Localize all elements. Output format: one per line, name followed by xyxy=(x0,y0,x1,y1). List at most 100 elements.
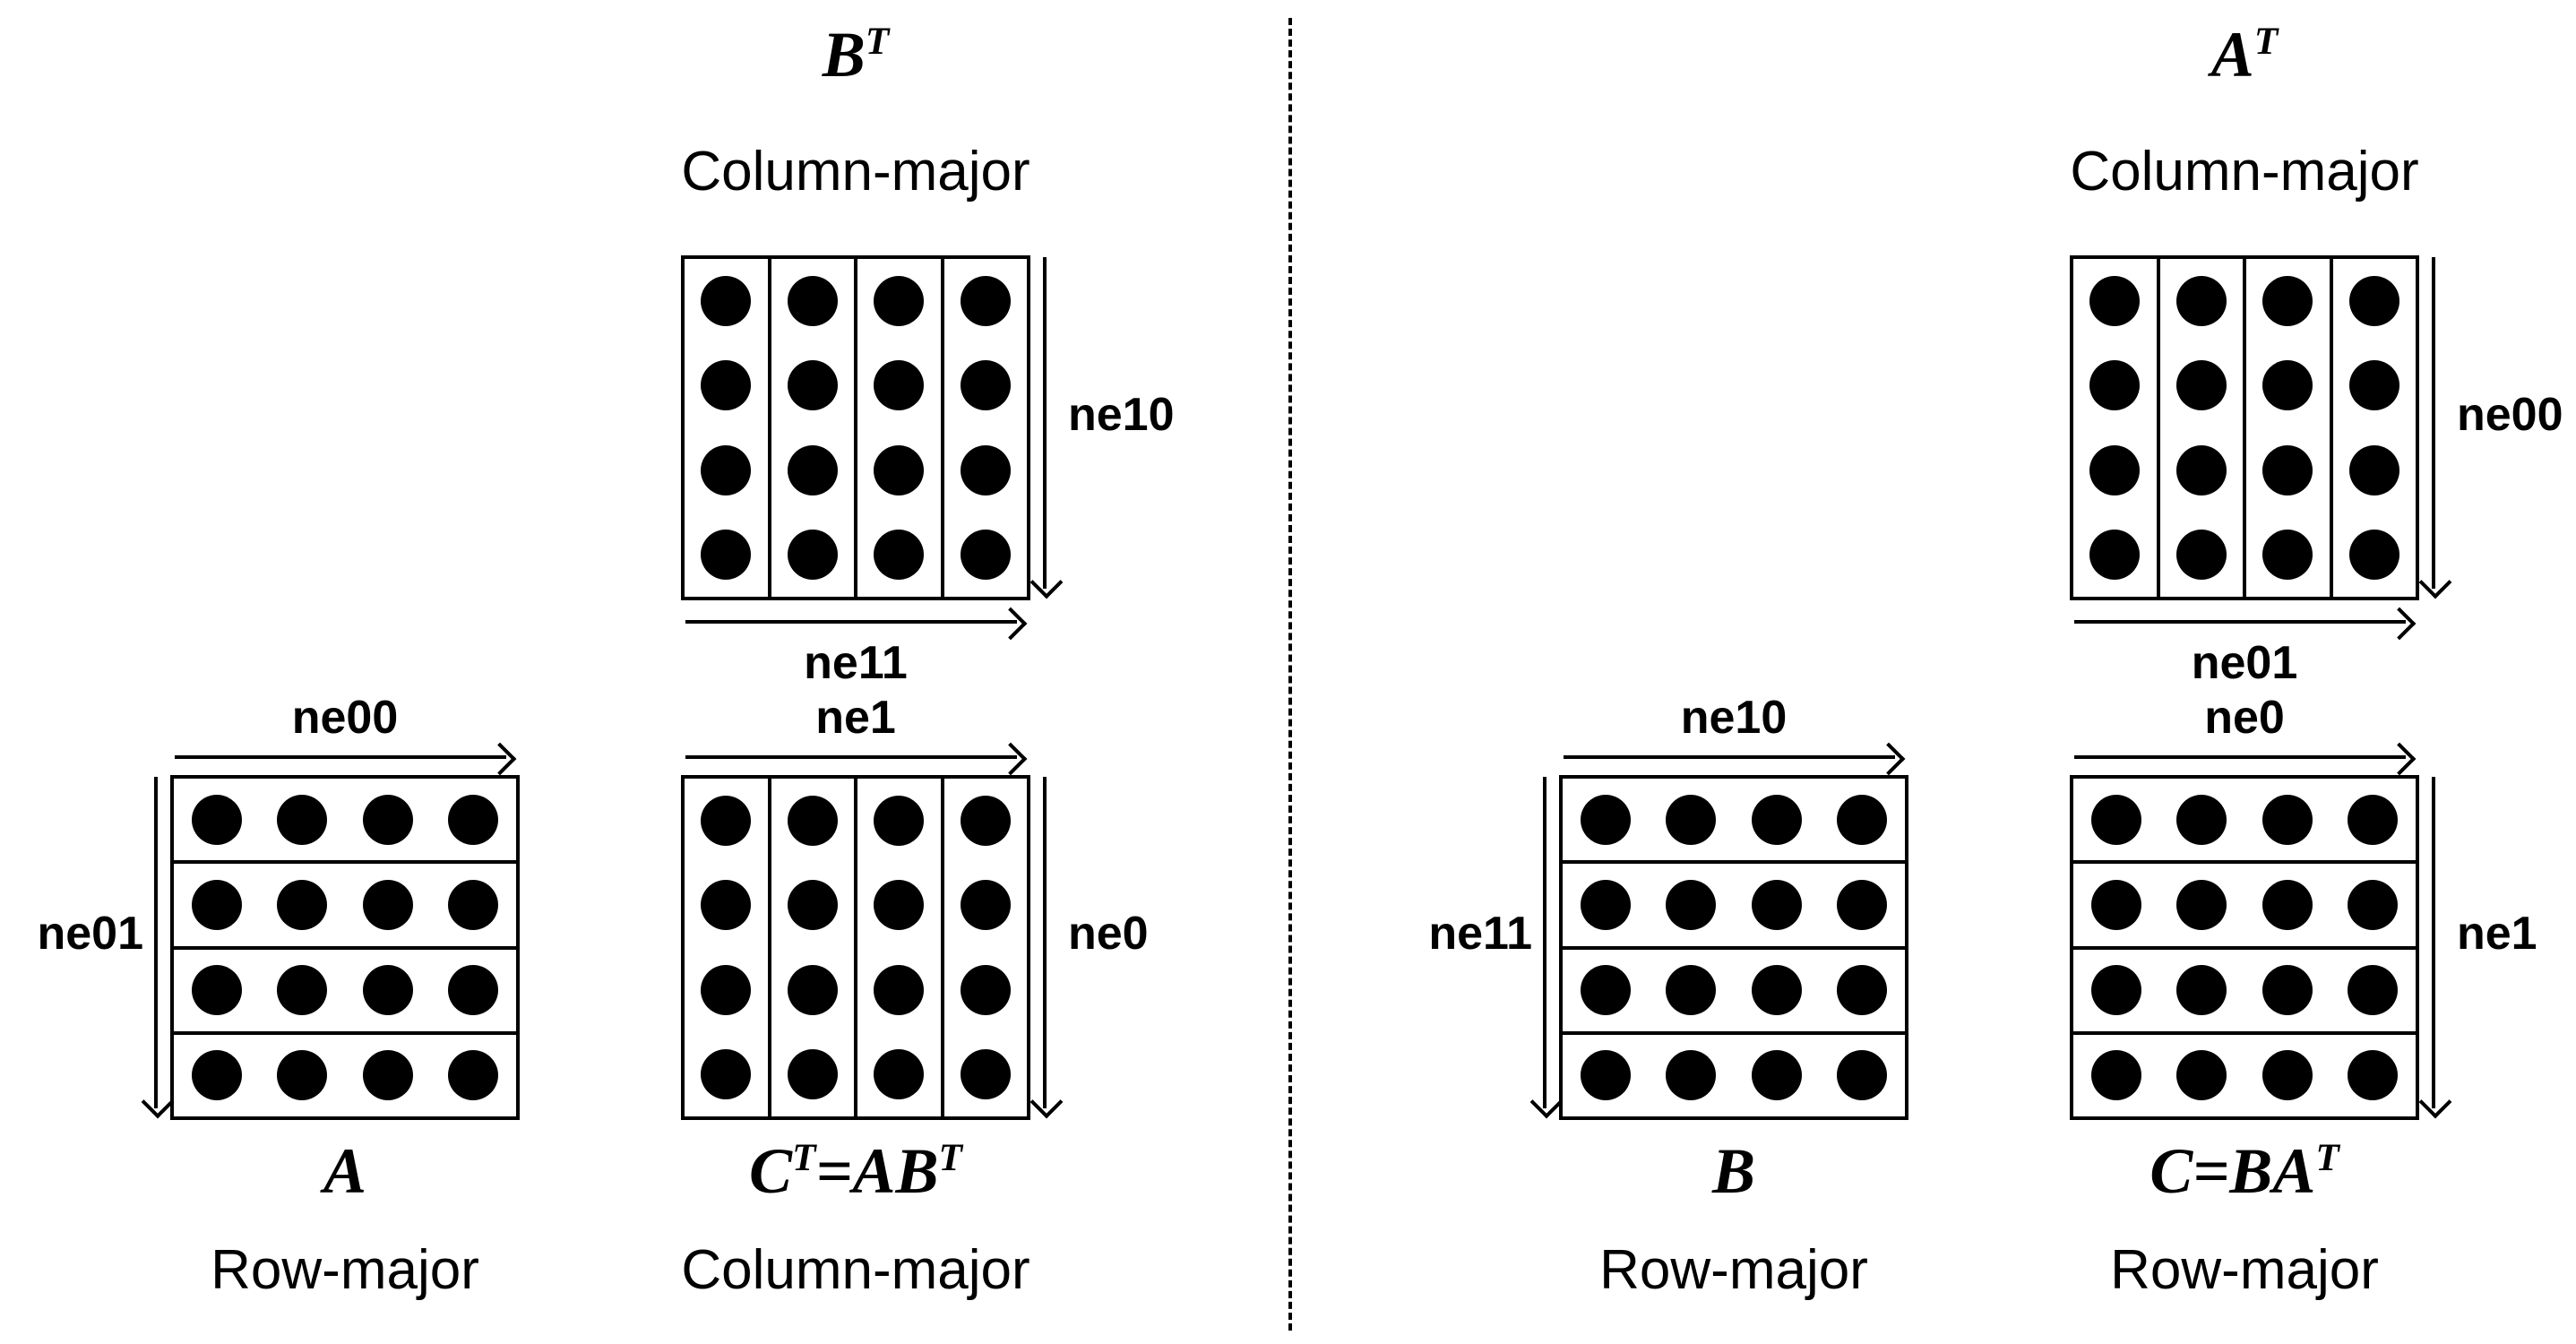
element-dot xyxy=(787,444,838,495)
element-dot xyxy=(2348,444,2399,495)
element-dot xyxy=(362,965,413,1016)
matrix-b xyxy=(1559,775,1908,1120)
element-dot xyxy=(2176,1050,2227,1101)
element-dot xyxy=(191,879,242,930)
matrix-strip xyxy=(2073,1030,2416,1116)
matrix-strip xyxy=(2073,945,2416,1031)
element-dot xyxy=(2348,965,2399,1016)
element-dot xyxy=(2089,444,2141,495)
matrix-strip xyxy=(2329,259,2417,597)
matrix-strip xyxy=(685,259,768,597)
element-dot xyxy=(787,529,838,580)
element-dot xyxy=(960,880,1011,931)
element-dot xyxy=(2090,794,2141,845)
dim-label-ne01-right-panel: ne01 xyxy=(2191,637,2298,689)
arrow-ne11-right xyxy=(685,620,1017,624)
element-dot xyxy=(874,529,925,580)
element-dot xyxy=(874,276,925,327)
element-dot xyxy=(1666,1050,1717,1101)
element-dot xyxy=(874,1048,925,1099)
matrix-title-c: C=BAT xyxy=(1980,1135,2509,1207)
element-dot xyxy=(1751,794,1802,845)
element-dot xyxy=(787,880,838,931)
element-dot xyxy=(2348,529,2399,580)
name-part: =AB xyxy=(815,1135,939,1207)
element-dot xyxy=(2089,276,2141,327)
element-dot xyxy=(701,360,752,411)
element-dot xyxy=(2175,529,2227,580)
element-dot xyxy=(2175,276,2227,327)
matrix-strip xyxy=(174,860,516,945)
element-dot xyxy=(874,360,925,411)
element-dot xyxy=(2089,529,2141,580)
element-dot xyxy=(2262,879,2313,930)
matrix-strip xyxy=(940,779,1028,1116)
arrow-ne10-down xyxy=(1043,257,1047,589)
matrix-strip xyxy=(1563,945,1905,1031)
element-dot xyxy=(874,796,925,847)
element-dot xyxy=(960,964,1011,1015)
element-dot xyxy=(2348,879,2399,930)
matrix-strip xyxy=(1563,860,1905,945)
layout-label-b-transpose: Column-major xyxy=(681,141,1030,202)
arrow-ne10-right xyxy=(1564,755,1895,759)
matrix-a xyxy=(170,775,520,1120)
element-dot xyxy=(2262,1050,2313,1101)
element-dot xyxy=(701,276,752,327)
matrix-strip xyxy=(2243,259,2330,597)
element-dot xyxy=(787,964,838,1015)
name-part: A xyxy=(323,1135,367,1207)
element-dot xyxy=(960,276,1011,327)
element-dot xyxy=(277,879,328,930)
element-dot xyxy=(960,1048,1011,1099)
name-part: C xyxy=(749,1135,793,1207)
element-dot xyxy=(1751,879,1802,930)
matrix-a-transpose xyxy=(2070,255,2419,600)
arrow-ne0-right xyxy=(2074,755,2406,759)
element-dot xyxy=(2262,794,2313,845)
element-dot xyxy=(362,1050,413,1101)
element-dot xyxy=(2262,276,2313,327)
dim-label-ne00-right-panel: ne00 xyxy=(2457,389,2563,441)
layout-label-c: Row-major xyxy=(2110,1239,2379,1301)
name-superscript: T xyxy=(865,21,890,63)
layout-label-c-transpose: Column-major xyxy=(681,1239,1030,1301)
name-superscript: T xyxy=(2253,21,2279,63)
element-dot xyxy=(2176,794,2227,845)
matrix-title-b: B xyxy=(1559,1135,1908,1207)
element-dot xyxy=(2348,360,2399,411)
element-dot xyxy=(191,794,242,845)
element-dot xyxy=(1580,965,1631,1016)
arrow-ne00-down xyxy=(2432,257,2435,589)
element-dot xyxy=(1837,794,1888,845)
element-dot xyxy=(2176,879,2227,930)
element-dot xyxy=(701,1048,752,1099)
element-dot xyxy=(960,796,1011,847)
matrix-strip xyxy=(1563,1030,1905,1116)
element-dot xyxy=(701,529,752,580)
layout-label-a-transpose: Column-major xyxy=(2070,141,2419,202)
element-dot xyxy=(2262,965,2313,1016)
element-dot xyxy=(1751,965,1802,1016)
matrix-c xyxy=(2070,775,2419,1120)
arrow-ne1-down xyxy=(2432,777,2435,1108)
element-dot xyxy=(1837,1050,1888,1101)
element-dot xyxy=(191,965,242,1016)
matrix-title-a: A xyxy=(170,1135,520,1207)
dim-label-ne11: ne11 xyxy=(804,637,908,689)
matrix-strip xyxy=(767,779,855,1116)
element-dot xyxy=(2175,444,2227,495)
element-dot xyxy=(1837,965,1888,1016)
arrow-ne11-down xyxy=(1543,777,1546,1108)
matrix-strip xyxy=(940,259,1028,597)
element-dot xyxy=(277,1050,328,1101)
element-dot xyxy=(787,796,838,847)
element-dot xyxy=(2176,965,2227,1016)
matrix-b-transpose xyxy=(681,255,1030,600)
element-dot xyxy=(448,879,499,930)
element-dot xyxy=(2348,1050,2399,1101)
element-dot xyxy=(874,444,925,495)
matrix-title-c-transpose: CT=ABT xyxy=(591,1135,1120,1207)
element-dot xyxy=(787,276,838,327)
